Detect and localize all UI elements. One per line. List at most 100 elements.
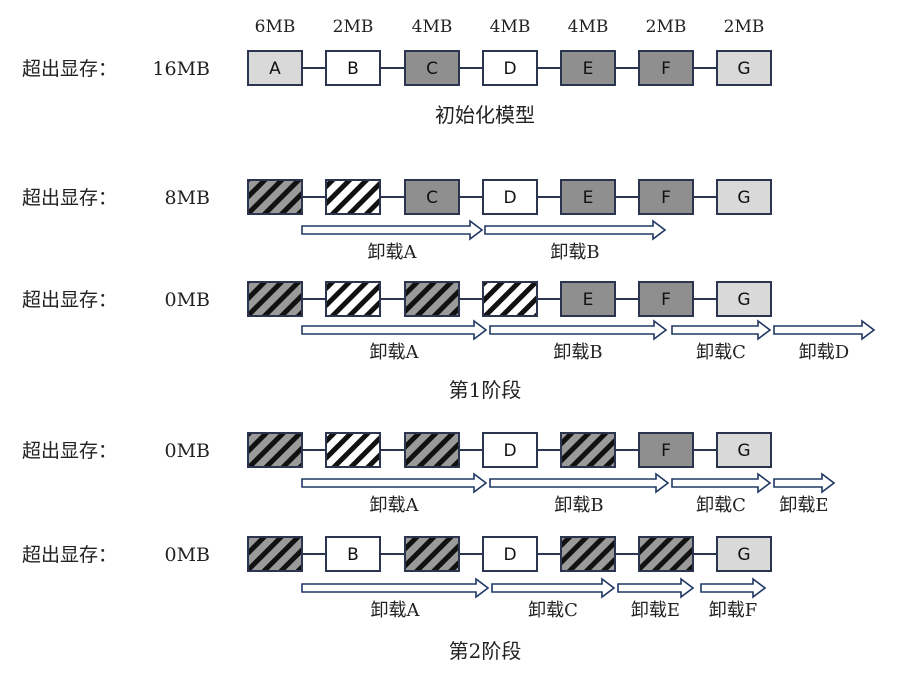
layer-block-letter: G	[737, 441, 750, 461]
offload-arrow	[301, 577, 490, 599]
offload-arrow	[700, 577, 767, 599]
layer-block-letter: C	[426, 59, 438, 79]
exceed-memory-label: 超出显存：	[22, 289, 117, 311]
layer-block	[560, 432, 616, 468]
layer-block	[247, 281, 303, 317]
offload-arrow-label: 卸载C	[696, 342, 746, 363]
layer-block	[247, 432, 303, 468]
stage-row: 超出显存： 0MB B D G 卸载A 卸载C 卸载E 卸载F 第2阶段	[22, 536, 772, 663]
exceed-memory-value: 0MB	[164, 289, 210, 311]
layer-block	[325, 179, 381, 215]
block-size-label: 4MB	[568, 17, 609, 37]
offload-arrow-label: 卸载A	[370, 495, 420, 516]
layer-block-letter: G	[737, 545, 750, 565]
stage-caption: 第2阶段	[449, 639, 522, 663]
exceed-memory-value: 0MB	[164, 544, 210, 566]
layer-block-letter: G	[737, 188, 750, 208]
layer-block	[325, 281, 381, 317]
block-size-label: 2MB	[333, 17, 374, 37]
layer-block	[716, 536, 772, 572]
offload-arrow-label: 卸载E	[631, 600, 680, 621]
layer-block-letter: F	[661, 441, 671, 461]
exceed-memory-label: 超出显存：	[22, 544, 117, 566]
layer-block	[404, 432, 460, 468]
layer-block-letter: F	[661, 188, 671, 208]
offload-arrow-label: 卸载B	[550, 242, 599, 263]
exceed-memory-label: 超出显存：	[22, 440, 117, 462]
layer-block	[638, 50, 694, 86]
offload-arrow	[773, 319, 876, 341]
layer-block	[404, 281, 460, 317]
stage-caption: 初始化模型	[435, 103, 535, 127]
layer-block	[404, 50, 460, 86]
layer-block	[560, 281, 616, 317]
offload-arrow	[489, 472, 670, 494]
layer-block-letter: B	[347, 59, 359, 79]
layer-block-letter: E	[583, 59, 594, 79]
layer-block-letter: D	[503, 441, 516, 461]
block-size-label: 2MB	[724, 17, 765, 37]
layer-block-letter: B	[347, 545, 359, 565]
layer-block-letter: E	[583, 290, 594, 310]
layer-block-letter: C	[426, 188, 438, 208]
offload-arrow-label: 卸载A	[371, 600, 421, 621]
layer-block	[638, 432, 694, 468]
offload-arrow-label: 卸载E	[779, 495, 828, 516]
layer-block	[482, 281, 538, 317]
layer-block	[325, 432, 381, 468]
exceed-memory-label: 超出显存：	[22, 58, 117, 80]
layer-block-letter: A	[269, 59, 281, 79]
layer-block	[716, 50, 772, 86]
offload-arrow-label: 卸载B	[554, 495, 603, 516]
offload-arrow-label: 卸载B	[553, 342, 602, 363]
layer-block-letter: D	[503, 545, 516, 565]
layer-block	[560, 179, 616, 215]
layer-block-letter: F	[661, 59, 671, 79]
offload-arrow	[301, 319, 488, 341]
layer-block	[482, 432, 538, 468]
offload-arrow	[617, 577, 695, 599]
layer-block	[638, 281, 694, 317]
layer-block	[482, 50, 538, 86]
layer-block-letter: F	[661, 290, 671, 310]
offload-arrow-label: 卸载A	[370, 342, 420, 363]
offload-arrow	[489, 319, 668, 341]
offload-arrow	[301, 472, 488, 494]
layer-block-letter: D	[503, 188, 516, 208]
offload-arrow	[671, 319, 772, 341]
layer-block	[247, 179, 303, 215]
exceed-memory-value: 16MB	[152, 58, 210, 80]
stage-row: 超出显存： 16MB A B C D E F G 初始化模型	[22, 50, 772, 127]
offload-arrow-label: 卸载F	[709, 600, 758, 621]
layer-block	[638, 536, 694, 572]
layer-block	[247, 536, 303, 572]
layer-block	[560, 50, 616, 86]
layer-block-letter: G	[737, 290, 750, 310]
exceed-memory-value: 8MB	[164, 187, 210, 209]
layer-block	[404, 536, 460, 572]
offload-arrow-label: 卸载D	[799, 342, 849, 363]
offload-arrow	[671, 472, 772, 494]
offload-arrow	[301, 219, 484, 241]
offload-arrow-label: 卸载C	[528, 600, 578, 621]
offload-arrow	[491, 577, 616, 599]
layer-block-letter: G	[737, 59, 750, 79]
layer-block-letter: D	[503, 59, 516, 79]
layer-block	[404, 179, 460, 215]
block-size-label: 2MB	[646, 17, 687, 37]
offload-arrow	[484, 219, 667, 241]
offload-arrow-label: 卸载A	[368, 242, 418, 263]
block-size-label: 4MB	[412, 17, 453, 37]
layer-block	[638, 179, 694, 215]
offload-arrow-label: 卸载C	[696, 495, 746, 516]
layer-block	[325, 536, 381, 572]
layer-block	[716, 179, 772, 215]
layer-block	[716, 432, 772, 468]
layer-block	[482, 179, 538, 215]
